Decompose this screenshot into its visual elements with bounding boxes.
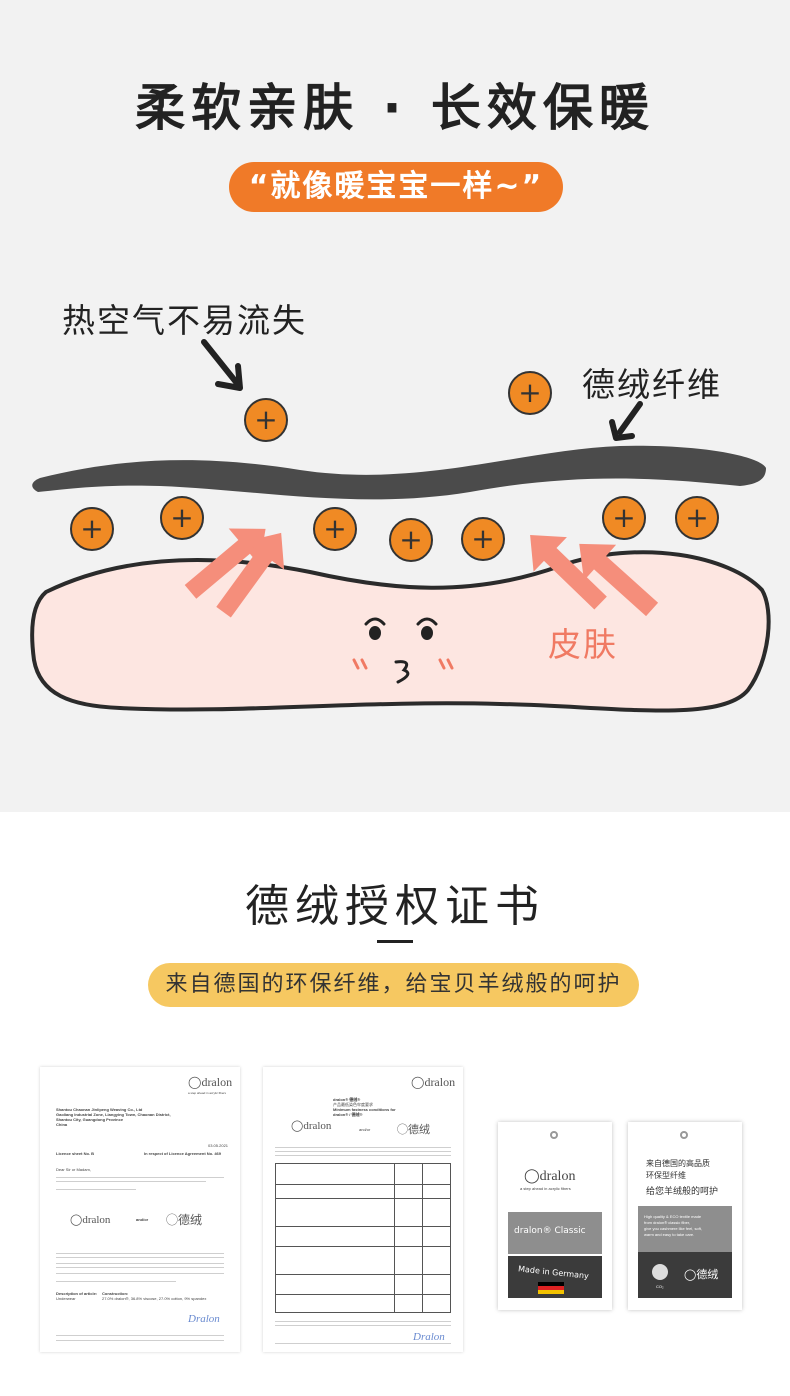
tag2-line3: 给您羊绒般的呵护 bbox=[646, 1187, 719, 1197]
tag-tagline: a step ahead in acrylic fibers bbox=[520, 1186, 571, 1191]
derong-logo: ◯德绒 bbox=[166, 1213, 203, 1227]
doc-date: 03.05.2021 bbox=[208, 1143, 229, 1148]
warmth-title: 柔软亲肤 · 长效保暖 bbox=[135, 79, 655, 137]
heat-particle-icon: + bbox=[461, 517, 505, 561]
fiber-label: 德绒纤维 bbox=[582, 365, 722, 404]
tagline: a step ahead in acrylic fibers bbox=[188, 1091, 227, 1095]
derong-logo: ◯德绒 bbox=[684, 1268, 719, 1281]
heat-arrow bbox=[216, 532, 285, 618]
classic-label: dralon® Classic bbox=[514, 1226, 586, 1236]
skin-label: 皮肤 bbox=[548, 625, 618, 664]
tag-classic-band: dralon® Classic bbox=[508, 1212, 602, 1254]
signature: Dralon bbox=[188, 1313, 220, 1325]
heat-pointer-arrow bbox=[201, 339, 239, 385]
fastness-document: ◯dralon dralon® 德绒® 产品最低染色牢度要求 Minimum f… bbox=[263, 1067, 463, 1352]
heat-particle-icon: + bbox=[675, 496, 719, 540]
derong-logo: ◯德绒 bbox=[397, 1124, 430, 1136]
company-country: China bbox=[56, 1122, 68, 1127]
heat-particle-icon: + bbox=[508, 371, 552, 415]
and-or-text: and/or bbox=[359, 1127, 371, 1132]
fiber-layer bbox=[32, 445, 766, 500]
heat-particle-icon: + bbox=[160, 496, 204, 540]
heat-particle-icon: + bbox=[602, 496, 646, 540]
doc2-subtitle2: Minimum fastness conditions for bbox=[333, 1107, 396, 1112]
licence-number: Licence sheet No. B bbox=[56, 1151, 95, 1156]
warmth-pill: “就像暖宝宝一样~” bbox=[229, 162, 563, 212]
construction-value: 27.0% dralon®, 36.8% viscose, 27.0% cott… bbox=[102, 1296, 207, 1301]
fastness-table bbox=[275, 1163, 451, 1313]
tag2-grey-panel: High quality & ECO textile made from dra… bbox=[638, 1206, 732, 1298]
agreement-number: In respect of Licence Agreement No. 469 bbox=[144, 1151, 221, 1156]
heat-arrow bbox=[579, 543, 659, 617]
heat-particle-icon: + bbox=[313, 507, 357, 551]
certificate-title: 德绒授权证书 bbox=[245, 881, 545, 932]
tag-hole bbox=[680, 1131, 688, 1139]
doc2-subtitle3: dralon® / 德绒® bbox=[333, 1112, 363, 1117]
dralon-logo-small: ◯dralon bbox=[291, 1120, 332, 1132]
fiber-pointer-arrow-head bbox=[609, 419, 635, 441]
warmth-illustration bbox=[30, 339, 771, 713]
heat-label: 热空气不易流失 bbox=[62, 301, 307, 340]
dralon-logo: ◯dralon bbox=[411, 1075, 456, 1089]
eco-icon bbox=[652, 1264, 668, 1280]
certificate-section: 德绒授权证书 来自德国的环保纤维，给宝贝羊绒般的呵护 ◯dralon a ste… bbox=[0, 812, 790, 1396]
article-label: Description of article: bbox=[56, 1291, 98, 1296]
dralon-logo-small: ◯dralon bbox=[70, 1214, 111, 1226]
skin-layer bbox=[30, 550, 771, 713]
signature: Dralon bbox=[413, 1331, 445, 1343]
made-label: Made in Germany bbox=[517, 1264, 590, 1281]
doc2-title-cn: dralon® 德绒® bbox=[333, 1097, 361, 1102]
salutation: Dear Sir or Madam, bbox=[56, 1167, 91, 1172]
tag2-line1: 来自德国的高品质 bbox=[646, 1159, 710, 1168]
company-city: Shantou City, Guangdong Province bbox=[56, 1117, 124, 1122]
heat-arrow bbox=[530, 534, 607, 610]
derong-hang-tag: 来自德国的高品质 环保型纤维 给您羊绒般的呵护 High quality & E… bbox=[628, 1122, 742, 1310]
title-underline bbox=[377, 940, 413, 943]
heat-pointer-arrow-head bbox=[215, 363, 243, 391]
face bbox=[352, 617, 454, 684]
company-address: Gaoliang Industrial Zone, Liangying Town… bbox=[56, 1112, 171, 1117]
dralon-logo: ◯dralon bbox=[524, 1169, 576, 1184]
doc2-subtitle: 产品最低染色牢度要求 bbox=[333, 1102, 373, 1107]
article-value: Underwear bbox=[56, 1296, 76, 1301]
company-name: Shantou Chaonan Jinlipeng Weaving Co., L… bbox=[56, 1107, 143, 1112]
dralon-hang-tag: ◯dralon a step ahead in acrylic fibers d… bbox=[498, 1122, 612, 1310]
made-in-germany-band: Made in Germany bbox=[508, 1256, 602, 1298]
licence-document: ◯dralon a step ahead in acrylic fibers S… bbox=[40, 1067, 240, 1352]
tag2-line2: 环保型纤维 bbox=[646, 1171, 686, 1180]
heat-particle-icon: + bbox=[244, 398, 288, 442]
heat-arrow bbox=[184, 528, 266, 599]
dralon-logo: ◯dralon bbox=[188, 1075, 233, 1089]
construction-label: Construction: bbox=[102, 1291, 129, 1296]
and-or-text: and/or bbox=[136, 1217, 149, 1222]
tag-hole bbox=[550, 1131, 558, 1139]
certificate-pill: 来自德国的环保纤维，给宝贝羊绒般的呵护 bbox=[148, 963, 639, 1007]
heat-particle-icon: + bbox=[389, 518, 433, 562]
warmth-section: 柔软亲肤 · 长效保暖 “就像暖宝宝一样~” 热空气不易流失 bbox=[0, 0, 790, 812]
fiber-pointer-arrow bbox=[617, 401, 643, 435]
heat-particle-icon: + bbox=[70, 507, 114, 551]
